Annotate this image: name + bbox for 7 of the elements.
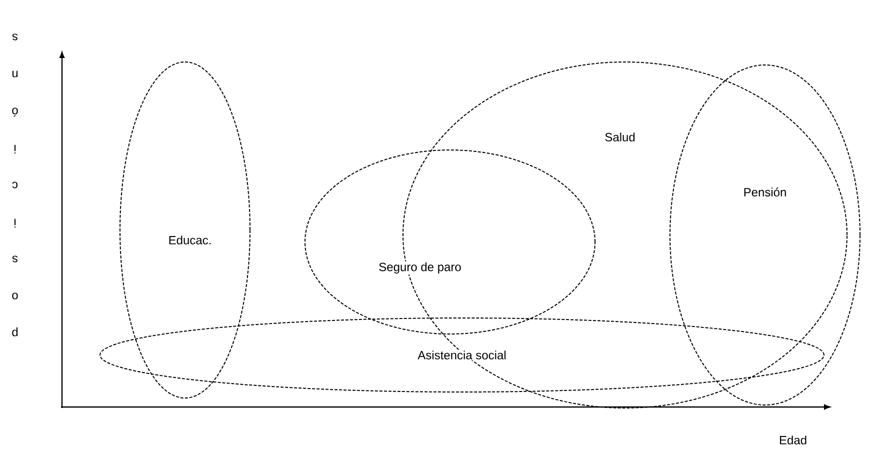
axis-label: Edad (780, 436, 806, 444)
node-label: Asistencia social (418, 350, 506, 360)
axis-label: posicións (12, 34, 18, 336)
node-label: Seguro de paro (379, 262, 461, 274)
node-label: Pensión (744, 188, 786, 196)
node-label: Educac. (169, 236, 211, 244)
node-label: Salud (605, 132, 635, 142)
